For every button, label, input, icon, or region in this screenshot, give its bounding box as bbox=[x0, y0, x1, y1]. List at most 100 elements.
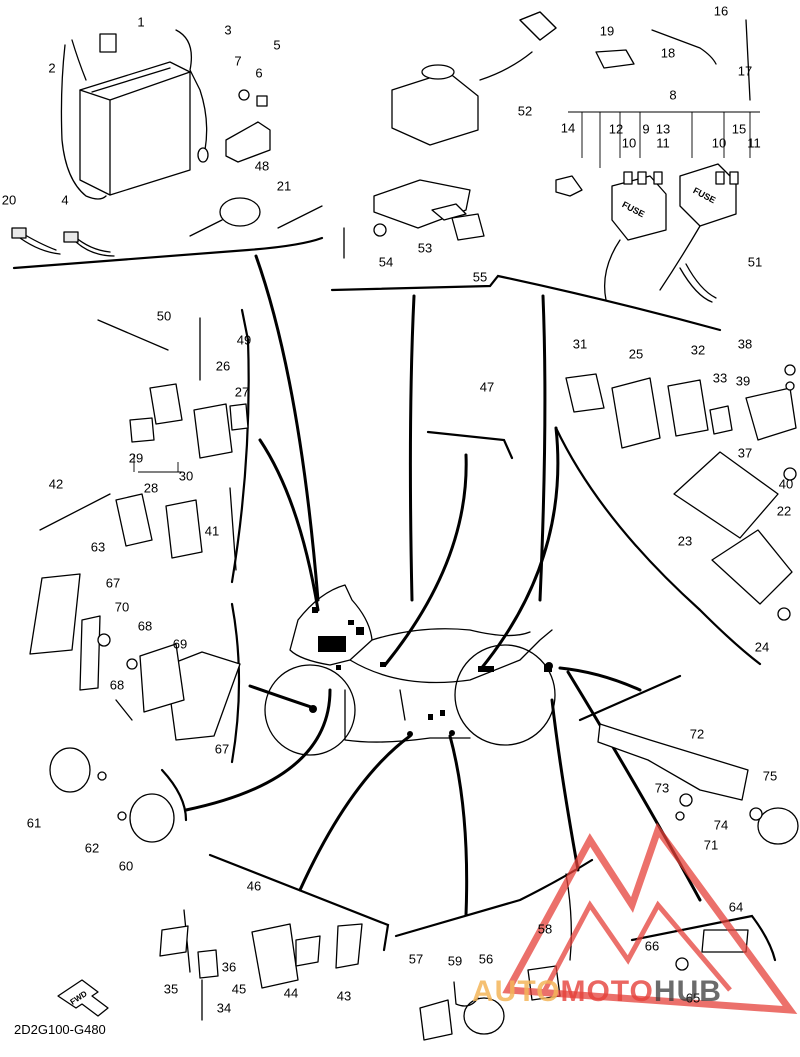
callout-72: 72 bbox=[689, 726, 705, 742]
callout-43: 43 bbox=[336, 988, 352, 1004]
front-reflector bbox=[29, 573, 81, 655]
callout-74: 74 bbox=[713, 817, 729, 833]
motorcycle-outline bbox=[264, 584, 556, 756]
callout-33: 33 bbox=[712, 370, 728, 386]
lower-right-group bbox=[419, 723, 799, 1041]
sensor-group bbox=[159, 909, 363, 1021]
callout-46: 46 bbox=[246, 878, 262, 894]
callout-52: 52 bbox=[517, 103, 533, 119]
fuse-section-border bbox=[330, 274, 722, 332]
callout-8: 8 bbox=[669, 87, 677, 103]
callout-66: 66 bbox=[644, 938, 660, 954]
callout-50: 50 bbox=[156, 308, 172, 324]
callout-25: 25 bbox=[628, 346, 644, 362]
callout-36: 36 bbox=[221, 959, 237, 975]
rear-wheel bbox=[454, 644, 556, 746]
flasher-holder bbox=[219, 197, 261, 227]
callout-37: 37 bbox=[737, 445, 753, 461]
callout-23: 23 bbox=[677, 533, 693, 549]
plate-section-border bbox=[578, 674, 682, 722]
sensor-section-border bbox=[208, 853, 390, 952]
starter-relay bbox=[225, 121, 271, 163]
battery-group bbox=[11, 29, 323, 257]
fuse-box-left bbox=[611, 175, 667, 241]
callout-60: 60 bbox=[118, 858, 134, 874]
callout-31: 31 bbox=[572, 336, 588, 352]
callout-67b: 67 bbox=[214, 741, 230, 757]
relay-small bbox=[595, 49, 635, 69]
battery-terminal-cap bbox=[99, 33, 117, 53]
callout-9: 9 bbox=[642, 121, 650, 137]
horn-high bbox=[129, 793, 175, 843]
callout-69: 69 bbox=[172, 636, 188, 652]
callout-28: 28 bbox=[143, 480, 159, 496]
reflector-section-border bbox=[230, 602, 241, 764]
leader-lines bbox=[184, 254, 702, 917]
relay-section-border bbox=[230, 308, 250, 584]
callout-26: 26 bbox=[215, 358, 231, 374]
callout-7: 7 bbox=[234, 53, 242, 69]
callout-53: 53 bbox=[417, 240, 433, 256]
callout-29: 29 bbox=[128, 450, 144, 466]
callout-16: 16 bbox=[713, 3, 729, 19]
callout-68a: 68 bbox=[137, 618, 153, 634]
callout-58: 58 bbox=[537, 921, 553, 937]
callout-5: 5 bbox=[273, 37, 281, 53]
callout-57: 57 bbox=[408, 951, 424, 967]
callout-55: 55 bbox=[472, 269, 488, 285]
license-bracket bbox=[597, 723, 749, 801]
callout-68b: 68 bbox=[109, 677, 125, 693]
callout-35: 35 bbox=[163, 981, 179, 997]
callout-4: 4 bbox=[61, 192, 69, 208]
callout-38: 38 bbox=[737, 336, 753, 352]
watermark-part2: MOTO bbox=[560, 975, 654, 1008]
callout-13: 13 bbox=[655, 121, 671, 137]
callout-45: 45 bbox=[231, 981, 247, 997]
callout-24: 24 bbox=[754, 639, 770, 655]
section-borders bbox=[12, 236, 777, 962]
watermark-part3: HUB bbox=[653, 975, 722, 1008]
reflector-group bbox=[29, 573, 241, 741]
callout-49: 49 bbox=[236, 332, 252, 348]
callout-32: 32 bbox=[690, 342, 706, 358]
callout-70: 70 bbox=[114, 599, 130, 615]
callout-75: 75 bbox=[762, 768, 778, 784]
relay-right-section-border bbox=[554, 426, 762, 666]
callout-3: 3 bbox=[224, 22, 232, 38]
side-reflector bbox=[165, 651, 241, 741]
callout-11a: 11 bbox=[656, 135, 670, 151]
callout-11b: 11 bbox=[747, 135, 761, 151]
callout-54: 54 bbox=[378, 254, 394, 270]
callout-44: 44 bbox=[283, 985, 299, 1001]
sensor-56 bbox=[463, 997, 505, 1035]
callout-65: 65 bbox=[685, 990, 701, 1006]
watermark-text: AUTOMOTOHUB bbox=[472, 975, 722, 1009]
callout-14: 14 bbox=[560, 120, 576, 136]
battery bbox=[79, 61, 191, 196]
callout-27: 27 bbox=[234, 384, 250, 400]
fwd-arrow: FWD bbox=[57, 979, 109, 1017]
callout-48: 48 bbox=[254, 158, 270, 174]
callout-22: 22 bbox=[776, 503, 792, 519]
callout-39: 39 bbox=[735, 373, 751, 389]
diagram-code: 2D2G100-G480 bbox=[14, 1022, 106, 1037]
horn-group bbox=[49, 747, 175, 843]
callout-73: 73 bbox=[654, 780, 670, 796]
callout-34: 34 bbox=[216, 1000, 232, 1016]
callout-51: 51 bbox=[747, 254, 763, 270]
callout-41: 41 bbox=[204, 523, 220, 539]
callout-56: 56 bbox=[478, 951, 494, 967]
callout-59: 59 bbox=[447, 953, 463, 969]
callout-17: 17 bbox=[737, 63, 753, 79]
callout-10a: 10 bbox=[621, 135, 637, 151]
callout-61: 61 bbox=[26, 815, 42, 831]
lower-right-section-border bbox=[394, 858, 594, 938]
rear-reflector-section-border bbox=[630, 914, 777, 962]
watermark-logo bbox=[502, 822, 798, 1015]
callout-12: 12 bbox=[608, 121, 624, 137]
callout-1: 1 bbox=[137, 14, 145, 30]
front-wheel bbox=[264, 664, 356, 756]
callout-21: 21 bbox=[276, 178, 292, 194]
